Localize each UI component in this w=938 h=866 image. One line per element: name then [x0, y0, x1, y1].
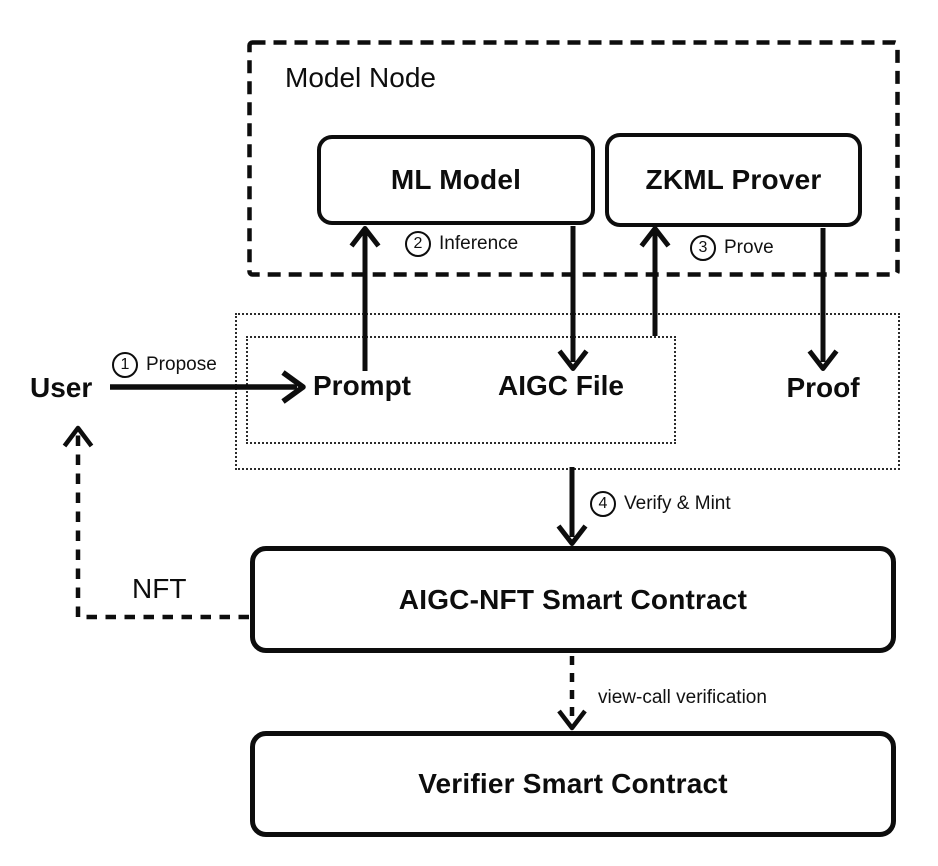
arrow-verify-mint — [556, 467, 588, 546]
aigc-file-label: AIGC File — [497, 370, 625, 401]
artifacts-outer-dotted-box — [235, 313, 900, 470]
arrow-view-call-dashed — [557, 656, 587, 731]
aigc-nft-smart-contract-box: AIGC-NFT Smart Contract — [250, 546, 896, 653]
propose-text: Propose — [146, 354, 217, 375]
inference-text: Inference — [439, 233, 519, 254]
aigc-nft-smart-contract-label: AIGC-NFT Smart Contract — [398, 583, 748, 615]
step-2-circled-number: 2 — [405, 231, 431, 257]
step-4-circled-number: 4 — [590, 491, 616, 517]
edge-label-inference: 2 Inference — [405, 231, 518, 257]
ml-model-label: ML Model — [390, 164, 522, 195]
step-1-circled-number: 1 — [112, 352, 138, 378]
user-label: User — [30, 372, 93, 403]
verifier-smart-contract-box: Verifier Smart Contract — [250, 731, 896, 837]
nft-label: NFT — [132, 573, 187, 604]
prompt-aigc-inner-dotted-box — [246, 336, 676, 444]
edge-label-prove: 3 Prove — [690, 235, 774, 261]
verify-mint-text: Verify & Mint — [624, 493, 731, 514]
proof-label: Proof — [786, 372, 860, 403]
verifier-smart-contract-label: Verifier Smart Contract — [418, 768, 728, 799]
prove-text: Prove — [724, 237, 774, 258]
model-node-title: Model Node — [285, 62, 436, 93]
ml-model-box: ML Model — [317, 135, 595, 225]
step-3-circled-number: 3 — [690, 235, 716, 261]
view-call-verification-label: view-call verification — [598, 687, 767, 708]
zkml-prover-box: ZKML Prover — [605, 133, 862, 227]
prompt-label: Prompt — [313, 370, 411, 401]
zkml-prover-label: ZKML Prover — [645, 164, 822, 195]
edge-label-verify-mint: 4 Verify & Mint — [590, 491, 731, 517]
edge-label-propose: 1 Propose — [112, 352, 217, 378]
